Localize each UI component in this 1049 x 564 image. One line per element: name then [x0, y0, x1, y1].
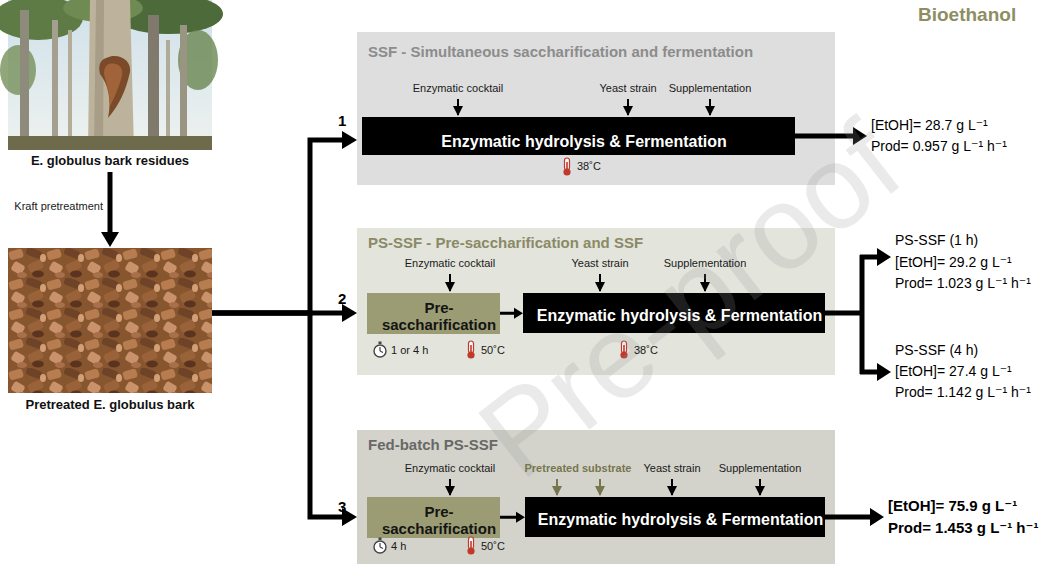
time-label: 4 h: [391, 540, 406, 553]
result-value: [EtOH]= 75.9 g L⁻¹: [888, 497, 1017, 514]
process-box: Enzymatic hydrolysis & Fermentation: [362, 117, 795, 155]
temperature-label: 38˚C: [634, 344, 658, 357]
input-label: Supplementation: [719, 462, 802, 475]
flow-arrow: [212, 313, 357, 526]
output-title: Bioethanol: [918, 4, 1016, 26]
pre-saccharification-box: Pre-saccharification: [367, 293, 500, 334]
result-value: Prod= 1.023 g L⁻¹ h⁻¹: [895, 275, 1031, 291]
panel-title: PS-SSF - Pre-saccharification and SSF: [368, 234, 835, 251]
process-box: Enzymatic hydrolysis & Fermentation: [525, 497, 825, 537]
input-label: Pretreated substrate: [525, 462, 632, 475]
panel-title: Fed-batch PS-SSF: [368, 436, 835, 453]
result-value: Prod= 1.142 g L⁻¹ h⁻¹: [895, 384, 1031, 400]
temperature-label: 50˚C: [481, 540, 505, 553]
input-label: Yeast strain: [571, 257, 628, 270]
photo-node: E. globulus bark residues: [8, 0, 212, 168]
box-label: Enzymatic hydrolysis & Fermentation: [441, 133, 726, 151]
input-label: Supplementation: [669, 82, 752, 95]
photo-caption: Pretreated E. globulus bark: [8, 397, 212, 412]
input-label: Enzymatic cocktail: [405, 257, 495, 270]
result-heading: PS-SSF (4 h): [895, 342, 978, 358]
flow-arrow: [212, 131, 357, 313]
temperature-label: 50˚C: [481, 344, 505, 357]
flow-arrow: [212, 304, 357, 322]
result-value: [EtOH]= 29.2 g L⁻¹: [895, 254, 1012, 270]
time-label: 1 or 4 h: [391, 344, 428, 357]
box-label: Enzymatic hydrolysis & Fermentation: [538, 511, 823, 529]
process-panel: Fed-batch PS-SSF Pre-saccharification Enzy…: [357, 430, 835, 564]
panel-title: SSF - Simultaneous saccharification and …: [368, 43, 835, 60]
condition-icons: [374, 158, 628, 555]
result-value: Prod= 1.453 g L⁻¹ h⁻¹: [888, 519, 1038, 536]
callout-number: 1: [338, 112, 346, 129]
input-label: Enzymatic cocktail: [405, 462, 495, 475]
result-value: [EtOH]= 27.4 g L⁻¹: [895, 363, 1012, 379]
box-label: Enzymatic hydrolysis & Fermentation: [537, 307, 822, 325]
result-value: Prod= 0.957 g L⁻¹ h⁻¹: [871, 138, 1007, 154]
flow-arrow: [500, 512, 525, 523]
tree-photo: [0, 0, 223, 150]
flow-arrow: [101, 172, 119, 247]
box-label: Pre-saccharification: [382, 299, 496, 334]
pre-saccharification-box: Pre-saccharification: [367, 497, 500, 538]
input-label: Supplementation: [664, 257, 747, 270]
input-label: Yeast strain: [643, 462, 700, 475]
photo-node: Pretreated E. globulus bark: [8, 248, 212, 412]
box-label: Pre-saccharification: [382, 503, 496, 538]
input-label: Enzymatic cocktail: [413, 82, 503, 95]
bark-chips-photo: [8, 248, 212, 393]
result-heading: PS-SSF (1 h): [895, 232, 978, 248]
edge-label: Kraft pretreatment: [14, 200, 103, 213]
input-arrows: [450, 99, 760, 495]
flow-arrow: [500, 308, 523, 319]
callout-number: 2: [338, 290, 346, 307]
result-value: [EtOH]= 28.7 g L⁻¹: [871, 117, 988, 133]
input-label: Yeast strain: [599, 82, 656, 95]
photo-caption: E. globulus bark residues: [8, 153, 212, 168]
temperature-label: 38˚C: [577, 160, 601, 173]
result-arrows: [795, 127, 891, 526]
callout-number: 3: [338, 498, 346, 515]
